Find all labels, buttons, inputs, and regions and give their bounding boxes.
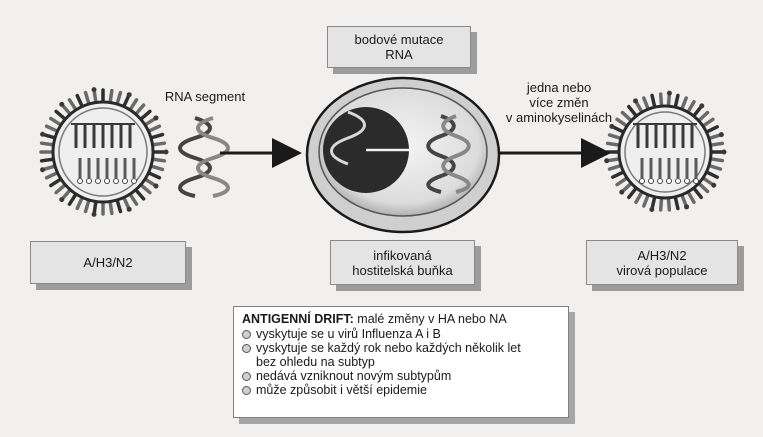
drift-item-text: nedává vzniknout novým subtypům: [256, 369, 452, 383]
drift-heading: ANTIGENNÍ DRIFT: malé změny v HA nebo NA: [242, 312, 560, 326]
bullet-icon: [242, 330, 251, 339]
drift-title: ANTIGENNÍ DRIFT:: [242, 312, 354, 326]
right-strain-line-1: A/H3/N2: [637, 247, 687, 263]
drift-item-text: vyskytuje se u virů Influenza A i B: [256, 327, 441, 341]
mutation-line-2: RNA: [385, 47, 413, 62]
left-strain-label: A/H3/N2: [83, 255, 133, 270]
nucleus-icon: [323, 107, 409, 193]
host-cell-line-2: hostitelská buňka: [352, 262, 453, 278]
rna-helix-cell-icon: [426, 114, 471, 194]
amino-changes-label: jedna nebo více změn v aminokyselinách: [495, 80, 623, 125]
drift-item: vyskytuje se u virů Influenza A i B: [242, 327, 560, 341]
drift-item: vyskytuje se každý rok nebo každých něko…: [242, 341, 560, 369]
rna-segment-label: RNA segment: [164, 89, 246, 104]
amino-line-3: v aminokyselinách: [505, 110, 613, 125]
bullet-icon: [242, 386, 251, 395]
antigenic-drift-box: ANTIGENNÍ DRIFT: malé změny v HA nebo NA…: [233, 306, 569, 418]
drift-item: nedává vzniknout novým subtypům: [242, 369, 560, 383]
right-strain-line-2: virová populace: [616, 262, 708, 278]
point-mutation-box: bodové mutace RNA: [327, 26, 471, 68]
left-strain-box: A/H3/N2: [30, 241, 186, 284]
drift-item-text: může způsobit i větší epidemie: [256, 383, 427, 397]
amino-line-1: jedna nebo: [526, 80, 592, 95]
right-strain-box: A/H3/N2 virová populace: [586, 240, 738, 285]
host-cell-line-1: infikovaná: [373, 247, 432, 263]
bullet-icon: [242, 344, 251, 353]
virus-particle-right-icon: [604, 90, 727, 213]
virus-particle-left-icon: [39, 87, 169, 217]
drift-item: může způsobit i větší epidemie: [242, 383, 560, 397]
drift-item-text: bez ohledu na subtyp: [256, 355, 375, 369]
drift-item-text: vyskytuje se každý rok nebo každých něko…: [256, 341, 521, 355]
bullet-icon: [242, 372, 251, 381]
rna-helix-icon: [178, 116, 230, 198]
drift-list: vyskytuje se u virů Influenza A i B vysk…: [242, 327, 560, 397]
drift-subtitle: malé změny v HA nebo NA: [353, 312, 507, 326]
amino-line-2: více změn: [529, 95, 589, 110]
mutation-line-1: bodové mutace: [354, 32, 444, 47]
host-cell-box: infikovaná hostitelská buňka: [330, 240, 475, 285]
